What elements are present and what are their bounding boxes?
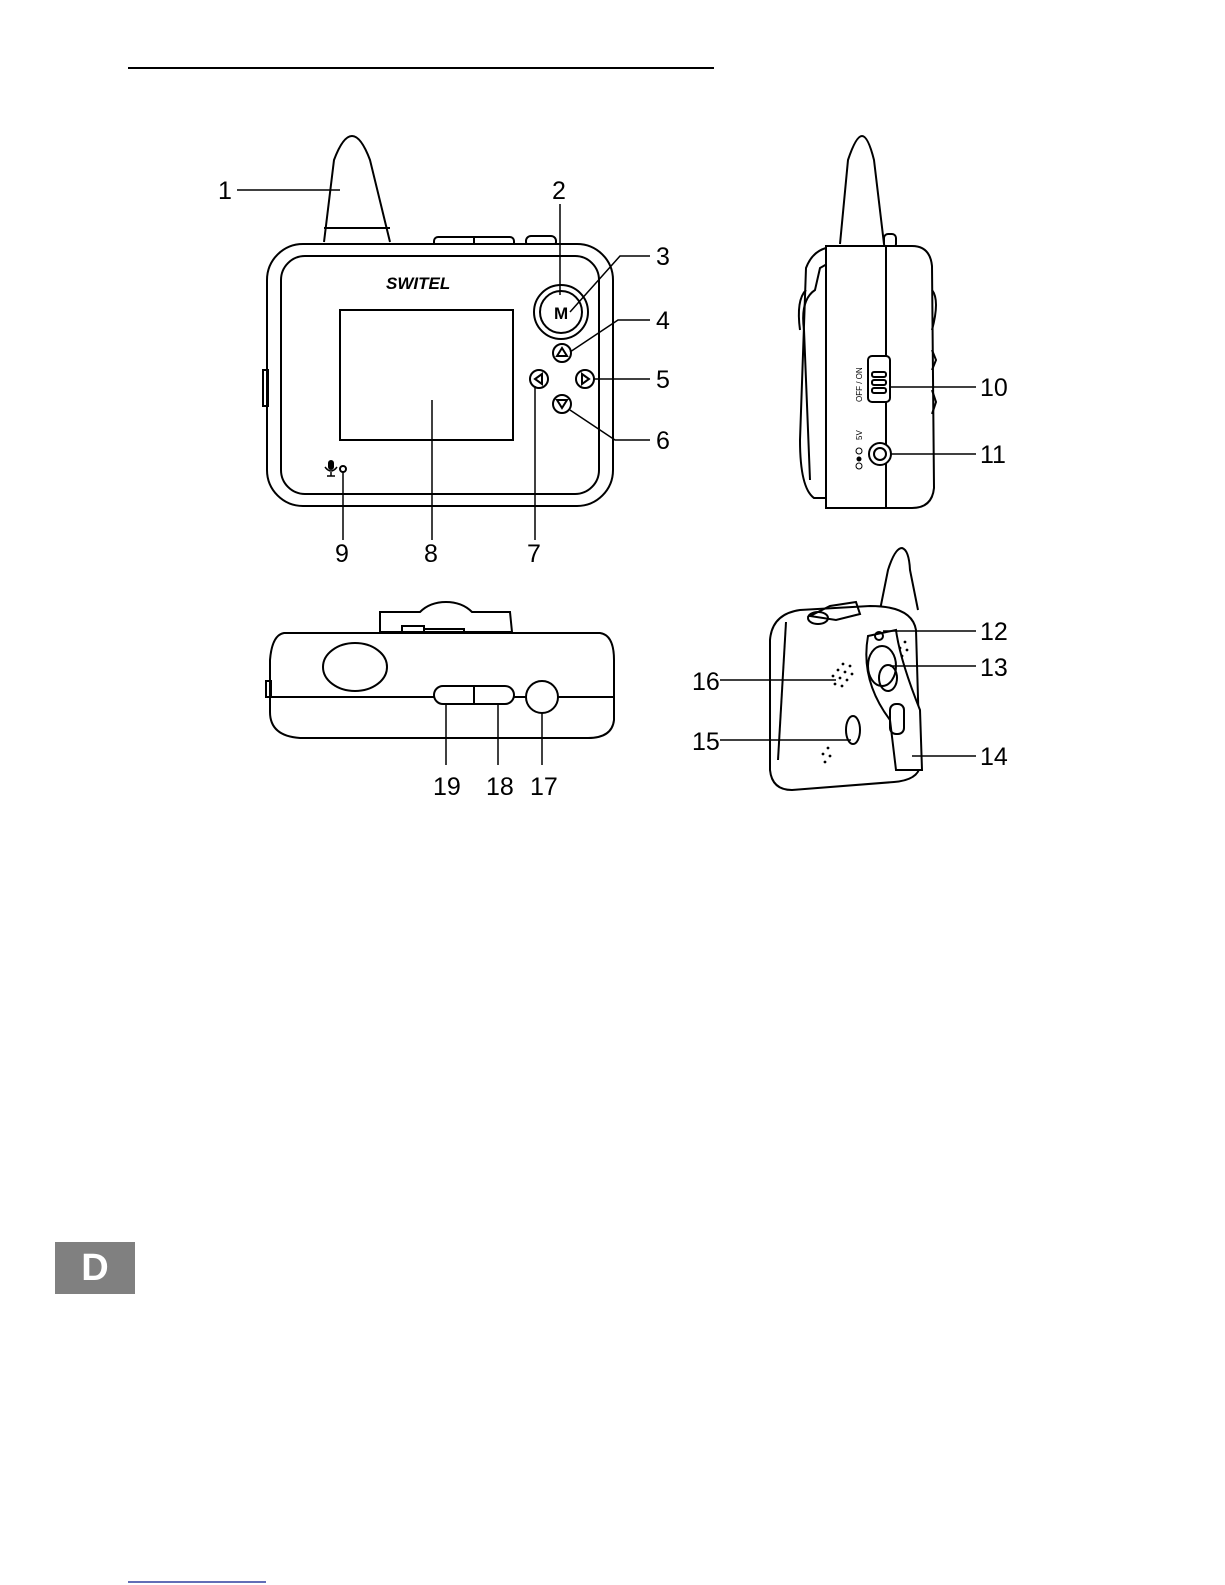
callout-12: 12 bbox=[980, 618, 1008, 646]
callout-7: 7 bbox=[527, 540, 541, 568]
callout-11: 11 bbox=[980, 441, 1006, 469]
side-view bbox=[799, 136, 936, 508]
callout-14: 14 bbox=[980, 743, 1008, 771]
back-view bbox=[770, 548, 922, 790]
callout-13: 13 bbox=[980, 654, 1008, 682]
power-label: 5V bbox=[855, 430, 864, 440]
callout-9: 9 bbox=[335, 540, 349, 568]
callout-15: 15 bbox=[692, 728, 720, 756]
callout-6: 6 bbox=[656, 427, 670, 455]
callout-16: 16 bbox=[692, 668, 720, 696]
top-view bbox=[266, 602, 614, 738]
callout-10: 10 bbox=[980, 374, 1008, 402]
menu-key-label: M bbox=[554, 304, 568, 323]
callout-19: 19 bbox=[433, 773, 461, 801]
callout-3: 3 bbox=[656, 243, 670, 271]
callout-5: 5 bbox=[656, 366, 670, 394]
callout-2: 2 bbox=[552, 177, 566, 205]
brand-logo: SWITEL bbox=[386, 274, 450, 293]
callout-8: 8 bbox=[424, 540, 438, 568]
switch-label: OFF / ON bbox=[855, 367, 864, 402]
callout-1: 1 bbox=[218, 177, 232, 205]
callout-18: 18 bbox=[486, 773, 514, 801]
callout-17: 17 bbox=[530, 773, 558, 801]
language-tab: D bbox=[55, 1242, 135, 1294]
callout-4: 4 bbox=[656, 307, 670, 335]
